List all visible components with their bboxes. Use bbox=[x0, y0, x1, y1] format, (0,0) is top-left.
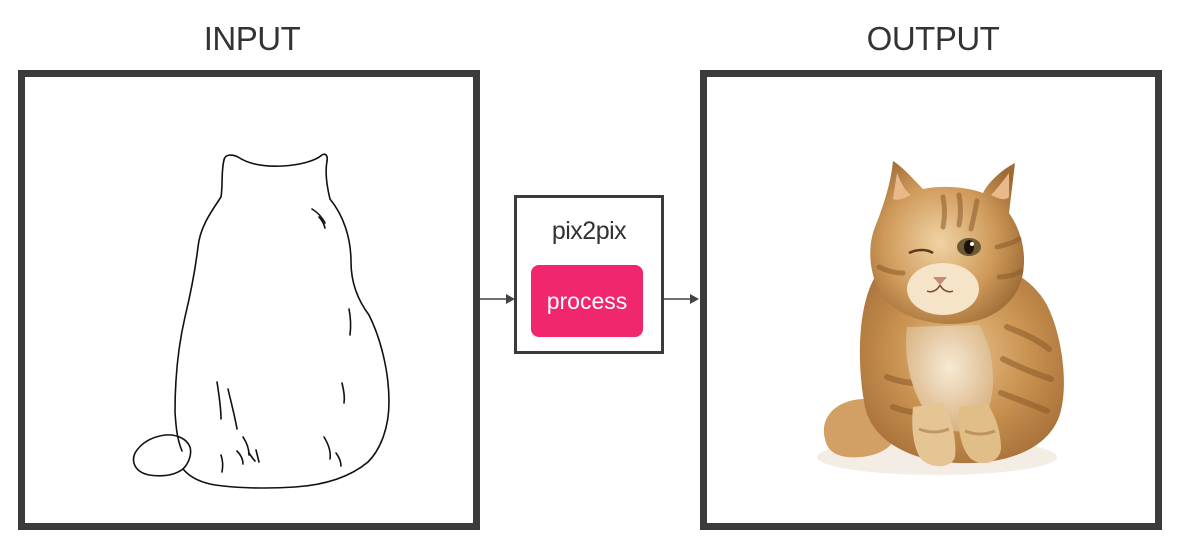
arrow-right-icon bbox=[480, 294, 515, 304]
arrow-right-icon bbox=[664, 294, 699, 304]
output-title: OUTPUT bbox=[866, 20, 1000, 57]
process-button[interactable]: process bbox=[531, 265, 643, 337]
cat-sketch bbox=[132, 153, 390, 489]
input-title: INPUT bbox=[203, 20, 301, 57]
generated-cat-image bbox=[817, 161, 1064, 475]
model-box: pix2pix process bbox=[514, 195, 664, 354]
input-drawing-canvas[interactable] bbox=[18, 70, 480, 530]
model-name: pix2pix bbox=[551, 217, 627, 245]
output-image bbox=[700, 70, 1162, 530]
